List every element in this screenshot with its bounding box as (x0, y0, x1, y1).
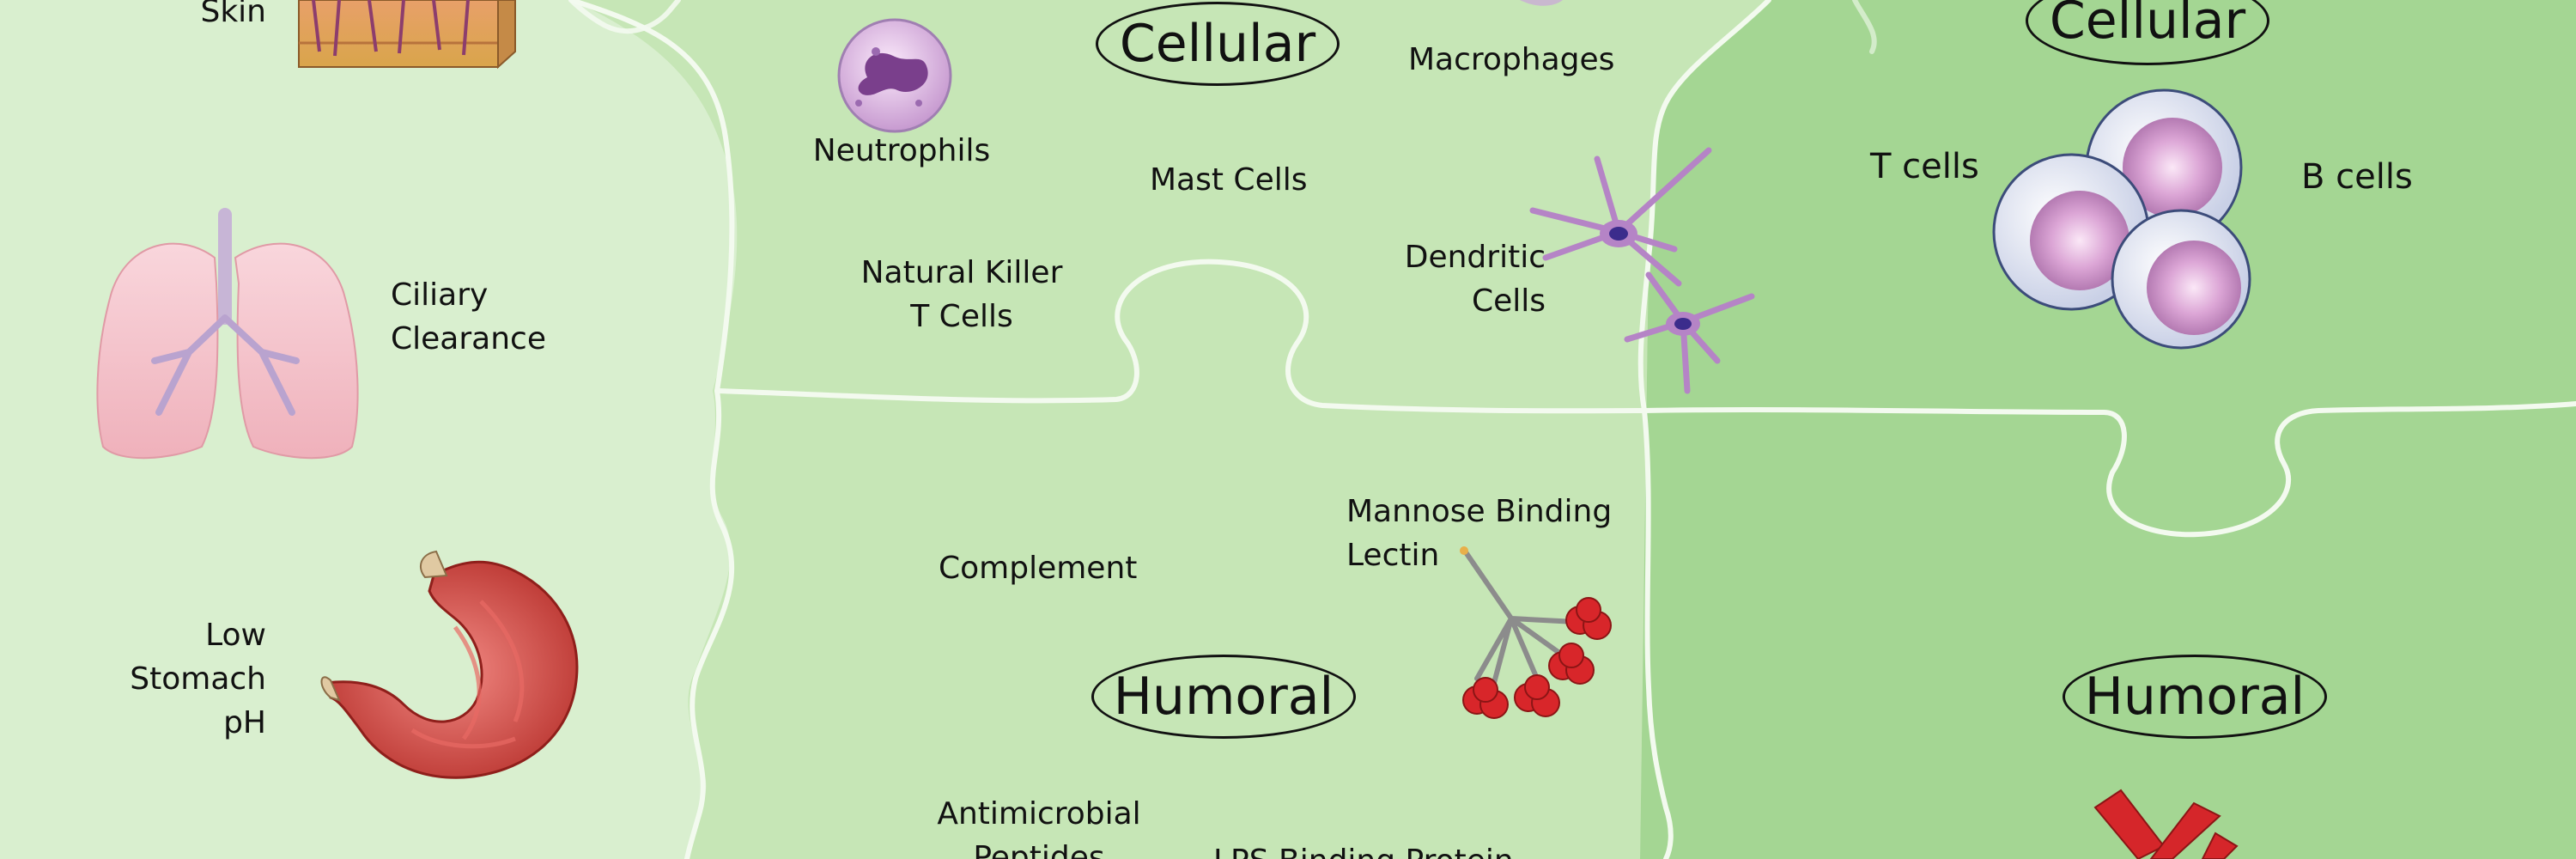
panel-innate (571, 0, 1769, 859)
label-ciliary-clearance: Ciliary Clearance (391, 277, 546, 357)
label-dendritic-cells: Dendritic Cells (1404, 240, 1546, 320)
stomach-icon (320, 550, 579, 779)
puzzle-seams (568, 0, 2576, 859)
lymphocyte-cell-icon (1992, 88, 2251, 350)
label-macrophages: Macrophages (1408, 42, 1615, 77)
innate-cellular-oval: Cellular (1096, 2, 1340, 86)
dendritic-cells-icon (1529, 147, 1755, 394)
label-t-cells: T cells (1870, 147, 1979, 186)
label-neutrophils: Neutrophils (812, 133, 991, 168)
label-mannose-binding-lectin: Mannose Binding Lectin (1346, 494, 1613, 574)
lungs-icon (96, 208, 359, 460)
label-antimicrobial-peptides: Antimicrobial Peptides (937, 796, 1141, 859)
label-skin: Skin (200, 0, 266, 29)
label-mast-cells: Mast Cells (1150, 162, 1308, 198)
label-natural-killer-t-cells: Natural Killer T Cells (860, 255, 1063, 335)
neutrophil-cell-icon (837, 18, 952, 133)
innate-humoral-oval: Humoral (1091, 655, 1356, 739)
macrophage-cell-icon (1520, 0, 1563, 6)
label-complement: Complement (939, 551, 1138, 586)
mannose-binding-lectin-icon (1460, 546, 1612, 719)
panel-adaptive (1640, 0, 2576, 859)
adaptive-humoral-oval: Humoral (2063, 655, 2327, 739)
label-low-stomach-ph: Low Stomach pH (130, 618, 266, 741)
skin-cross-section-icon (298, 0, 516, 70)
label-lps-binding-protein: LPS Binding Protein (1213, 839, 1522, 859)
label-b-cells: B cells (2301, 157, 2413, 197)
antibody-icon (2093, 789, 2239, 859)
